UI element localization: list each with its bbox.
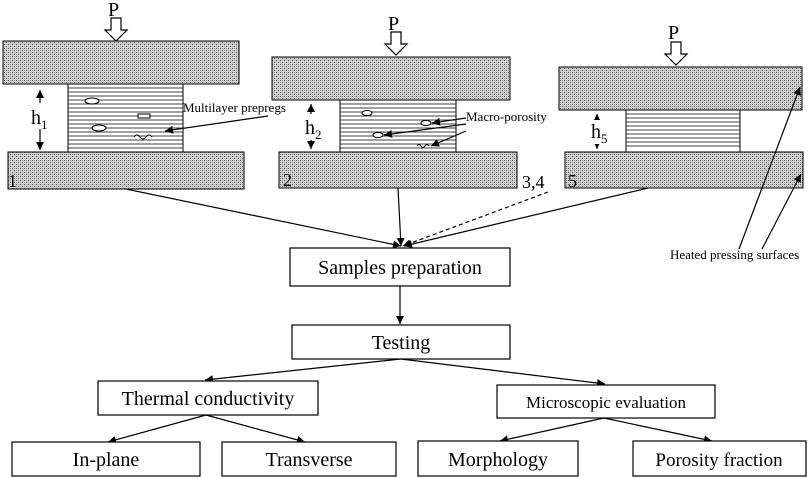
heated-surfaces-pointers <box>738 86 802 250</box>
prepreg-stack-5 <box>625 109 741 153</box>
macro-porosity-label: Macro-porosity <box>466 109 547 124</box>
prepreg-stack-1 <box>67 83 184 153</box>
flow-transverse: Transverse <box>221 441 397 477</box>
multilayer-prepregs-label: Multilayer prepregs <box>183 100 286 115</box>
h5-subscript: 5 <box>601 131 608 146</box>
force-label-2: P <box>388 13 399 35</box>
gap-dimension-2: h2 <box>302 104 326 149</box>
testing-label: Testing <box>372 332 431 354</box>
press-stage-1: P 1 h1 <box>2 0 245 191</box>
force-arrow-5: P <box>663 22 689 66</box>
arrow-testing-to-thermal <box>204 358 402 384</box>
h1-subscript: 1 <box>41 117 48 132</box>
arrow-microscopic-to-morphology <box>499 417 605 444</box>
stage-number-1: 1 <box>8 171 17 191</box>
macro-porosity-pointers <box>383 117 467 147</box>
gap-dimension-1: h1 <box>28 90 52 150</box>
force-arrow-2: P <box>383 13 409 56</box>
voids-2 <box>361 110 432 148</box>
bottom-plate-5 <box>564 151 804 189</box>
transverse-label: Transverse <box>265 449 352 471</box>
flow-microscopic-evaluation: Microscopic evaluation <box>496 384 716 419</box>
arrow-microscopic-to-porosity <box>603 417 713 444</box>
gap-dimension-5: h5 <box>588 114 612 149</box>
arrow-thermal-to-inplane <box>107 414 207 444</box>
flow-morphology: Morphology <box>417 440 579 477</box>
force-label-5: P <box>668 22 679 44</box>
thermal-conductivity-label: Thermal conductivity <box>122 388 295 410</box>
prepreg-layers-5 <box>626 113 740 147</box>
force-arrow-1: P <box>103 0 129 42</box>
press-stage-2: P 2 h2 <box>271 13 518 190</box>
flow-thermal-conductivity: Thermal conductivity <box>97 380 319 416</box>
stage-number-5: 5 <box>568 171 577 191</box>
h5-symbol: h <box>591 121 601 143</box>
force-label-1: P <box>108 0 119 21</box>
porosity-fraction-label: Porosity fraction <box>655 450 783 471</box>
flow-samples-preparation: Samples preparation <box>289 247 511 287</box>
microscopic-evaluation-label: Microscopic evaluation <box>526 393 687 412</box>
arrow-testing-to-microscopic <box>400 358 606 387</box>
bottom-plate-1 <box>7 151 245 190</box>
h1-symbol: h <box>31 107 41 129</box>
h2-subscript: 2 <box>315 127 322 142</box>
h2-symbol: h <box>305 117 315 139</box>
top-plate-1 <box>2 40 240 85</box>
svg-text:h2: h2 <box>305 117 322 142</box>
stage-number-34: 3,4 <box>522 172 545 192</box>
svg-text:h1: h1 <box>31 107 48 132</box>
stage-number-2: 2 <box>283 170 292 190</box>
flow-porosity-fraction: Porosity fraction <box>632 440 807 477</box>
flow-in-plane: In-plane <box>11 441 201 477</box>
flow-testing: Testing <box>291 324 511 360</box>
arrow-thermal-to-transverse <box>205 414 306 444</box>
press-stage-5: P 5 h5 <box>558 22 804 191</box>
samples-preparation-label: Samples preparation <box>318 257 482 279</box>
morphology-label: Morphology <box>448 449 548 471</box>
svg-text:h5: h5 <box>591 121 608 146</box>
voids-1 <box>84 97 153 140</box>
top-plate-5 <box>558 66 803 111</box>
heated-surfaces-label: Heated pressing surfaces <box>670 247 799 262</box>
top-plate-2 <box>271 56 511 101</box>
multilayer-prepregs-pointer <box>164 115 269 134</box>
in-plane-label: In-plane <box>73 449 140 471</box>
prepreg-layers-1 <box>68 87 183 149</box>
bottom-plate-2 <box>278 151 518 189</box>
stage-to-preparation-arrows <box>125 187 649 249</box>
